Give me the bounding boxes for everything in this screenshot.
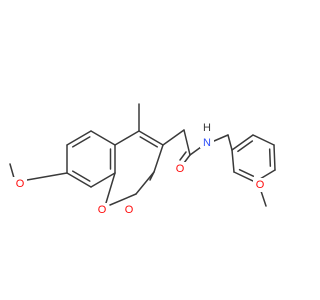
atom-nitrogen-amide: N bbox=[203, 137, 211, 149]
bond-benzo-ring bbox=[90, 130, 116, 146]
atom-oxygen-lactone-carbonyl: O bbox=[125, 204, 134, 216]
bond-pyrone-ring bbox=[153, 144, 164, 173]
bond-n-benzyl bbox=[213, 134, 229, 142]
bond-methoxy-left bbox=[9, 163, 15, 179]
atom-oxygen-amide: O bbox=[176, 163, 185, 175]
bond-n-benzyl bbox=[227, 134, 233, 151]
label-bg bbox=[13, 177, 27, 191]
bond-amide-carbonyl-second bbox=[179, 151, 187, 161]
bond-pyrone-ring bbox=[105, 172, 116, 204]
label-bg bbox=[200, 122, 214, 148]
bond-chain bbox=[183, 129, 191, 156]
bond-benzyl-ring bbox=[231, 149, 235, 173]
label-bg bbox=[95, 203, 109, 217]
bond-pyrone-ring bbox=[138, 130, 164, 146]
bond-double-inner bbox=[71, 136, 91, 148]
bond-double-inner bbox=[71, 170, 91, 182]
bond-benzo-ring bbox=[66, 130, 92, 146]
label-bg bbox=[253, 178, 267, 192]
bond-benzyl-ring bbox=[252, 134, 275, 146]
bond-methoxy-left bbox=[26, 172, 68, 181]
atom-oxygen-methoxy-left: O bbox=[16, 178, 25, 190]
bond-double-inner bbox=[237, 140, 254, 153]
bond-double-inner bbox=[238, 168, 255, 177]
bond-pyrone-ring bbox=[135, 171, 155, 195]
atom-oxygen-ring: O bbox=[98, 204, 107, 216]
chemical-structure-diagram: O O O O O H N bbox=[9, 103, 276, 217]
label-bg bbox=[122, 203, 136, 217]
bond-lactone-carbonyl bbox=[149, 171, 155, 181]
bond-benzyl-ring bbox=[273, 144, 276, 171]
bond-chain bbox=[162, 129, 185, 146]
bond-amide-cn bbox=[189, 146, 202, 156]
bond-benzo-ring bbox=[90, 172, 116, 188]
bond-pyrone-ring bbox=[114, 130, 140, 146]
atom-oxygen-methoxy-right: O bbox=[256, 179, 265, 191]
bond-double-inner bbox=[268, 148, 272, 167]
bond-methoxy-right bbox=[260, 190, 267, 207]
bond-double-inner bbox=[139, 136, 159, 148]
bond-benzyl-ring bbox=[233, 171, 256, 183]
bond-pyrone-ring bbox=[109, 193, 137, 206]
label-bg bbox=[173, 162, 187, 176]
bond-amide-carbonyl bbox=[183, 154, 191, 164]
bond-lines bbox=[9, 103, 276, 207]
bond-benzo-ring bbox=[66, 172, 92, 188]
atom-labels: O O O O O H N bbox=[13, 122, 267, 217]
atom-hydrogen-amide: H bbox=[203, 122, 211, 134]
bond-benzyl-ring bbox=[231, 134, 254, 151]
